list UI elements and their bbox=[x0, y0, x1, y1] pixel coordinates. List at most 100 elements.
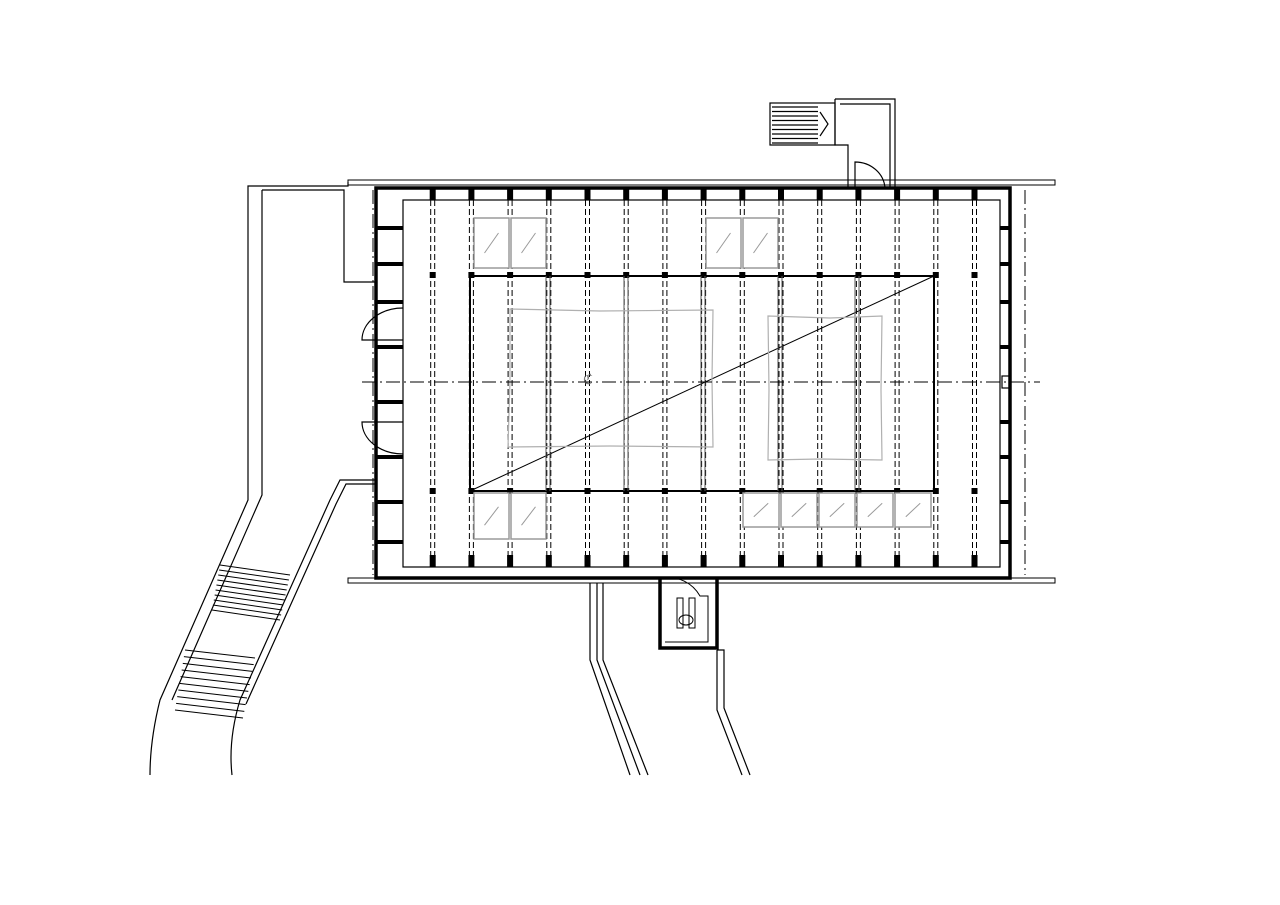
column-top bbox=[932, 188, 939, 200]
column-court bbox=[971, 272, 978, 278]
glass-hatch bbox=[521, 506, 536, 526]
glass-hatch bbox=[521, 232, 536, 254]
stair-tread bbox=[184, 649, 256, 659]
wall-pier bbox=[1000, 300, 1010, 304]
stair-tread bbox=[174, 709, 244, 719]
access-paths bbox=[589, 583, 751, 776]
central-court bbox=[469, 275, 935, 492]
stair-tread bbox=[218, 574, 288, 586]
wall-pier bbox=[1000, 540, 1010, 544]
centerlines bbox=[362, 190, 1040, 575]
stair-tread bbox=[179, 682, 249, 692]
column-top bbox=[971, 188, 978, 200]
wheelchair-icon bbox=[676, 597, 696, 629]
column-bottom bbox=[739, 555, 746, 567]
column-court bbox=[429, 272, 436, 278]
column-bottom bbox=[507, 555, 514, 567]
glass-hatch bbox=[905, 502, 921, 518]
glazing-panels bbox=[473, 217, 932, 540]
column-top bbox=[468, 188, 475, 200]
stair-tread bbox=[216, 584, 286, 596]
stair-icon bbox=[174, 564, 291, 719]
column-bottom bbox=[700, 555, 707, 567]
door-swing-icon bbox=[361, 307, 404, 341]
glass-hatch bbox=[791, 502, 807, 518]
stair-tread bbox=[213, 599, 283, 611]
column-top bbox=[700, 188, 707, 200]
glass-hatch bbox=[716, 232, 731, 254]
stair-tread bbox=[219, 569, 289, 581]
column-bottom bbox=[816, 555, 823, 567]
column-bottom bbox=[545, 555, 552, 567]
glass-hatch bbox=[829, 502, 845, 518]
glass-hatch bbox=[484, 506, 499, 526]
column-top bbox=[778, 188, 784, 200]
column-top bbox=[545, 188, 552, 200]
column-bottom bbox=[778, 555, 784, 567]
column-top bbox=[816, 188, 823, 200]
column-bottom bbox=[584, 555, 591, 567]
wall-pier bbox=[1000, 345, 1010, 349]
centerline-icon: ℭ bbox=[583, 372, 593, 388]
wall-pier bbox=[376, 345, 403, 349]
column-court bbox=[932, 488, 939, 494]
wall-pier bbox=[376, 300, 403, 304]
column-bottom bbox=[894, 555, 901, 567]
glass-pane bbox=[894, 492, 932, 528]
stair-tread bbox=[217, 579, 287, 591]
glass-hatch bbox=[867, 502, 883, 518]
column-top bbox=[584, 188, 591, 200]
stair-tread bbox=[211, 609, 281, 621]
stair-tread bbox=[219, 564, 291, 576]
wall-pier bbox=[376, 540, 403, 544]
wall-pier bbox=[1000, 500, 1010, 504]
wall-pier bbox=[376, 455, 403, 459]
glass-hatch bbox=[753, 232, 768, 254]
column-bottom bbox=[855, 555, 862, 567]
column-court bbox=[429, 488, 436, 494]
glass-hatch bbox=[753, 502, 769, 518]
wall-pier bbox=[376, 226, 403, 230]
stair-tread bbox=[214, 594, 284, 606]
left-ramp-and-stairs bbox=[149, 182, 376, 776]
north-stair-annex bbox=[769, 98, 896, 189]
wall-pier bbox=[1000, 226, 1010, 230]
column-top bbox=[739, 188, 746, 200]
stair-tread bbox=[215, 589, 285, 601]
wall-pier bbox=[1000, 262, 1010, 266]
column-court bbox=[932, 272, 939, 278]
column-bottom bbox=[623, 555, 630, 567]
column-top bbox=[623, 188, 630, 200]
wall-pier bbox=[376, 500, 403, 504]
door-swing-icon bbox=[854, 161, 886, 189]
wheelchair-lift bbox=[658, 577, 719, 650]
wall-pier bbox=[1000, 455, 1010, 459]
structural-columns bbox=[376, 188, 1010, 567]
glass-pane bbox=[742, 217, 779, 269]
column-bottom bbox=[429, 555, 436, 567]
wall-pier bbox=[376, 262, 403, 266]
stair-tread bbox=[177, 696, 246, 706]
stair-tread bbox=[212, 604, 282, 616]
stair-tread bbox=[181, 669, 252, 679]
wall-pier bbox=[1000, 420, 1010, 424]
column-bottom bbox=[468, 555, 475, 567]
door-swing-icon bbox=[361, 421, 404, 455]
stair-tread bbox=[176, 702, 245, 712]
column-top bbox=[429, 188, 436, 200]
stair-tread bbox=[182, 662, 253, 672]
column-top bbox=[661, 188, 668, 200]
column-top bbox=[507, 188, 514, 200]
stair-tread bbox=[180, 676, 250, 686]
sketch-outlines: ℭ bbox=[507, 308, 883, 461]
stair-tread bbox=[178, 689, 248, 699]
court-mullions bbox=[545, 276, 860, 491]
column-bottom bbox=[932, 555, 939, 567]
glass-hatch bbox=[484, 232, 499, 254]
column-bottom bbox=[661, 555, 668, 567]
column-bottom bbox=[971, 555, 978, 567]
column-top bbox=[894, 188, 901, 200]
glass-pane bbox=[473, 492, 510, 540]
side-doors[interactable] bbox=[361, 307, 1011, 455]
